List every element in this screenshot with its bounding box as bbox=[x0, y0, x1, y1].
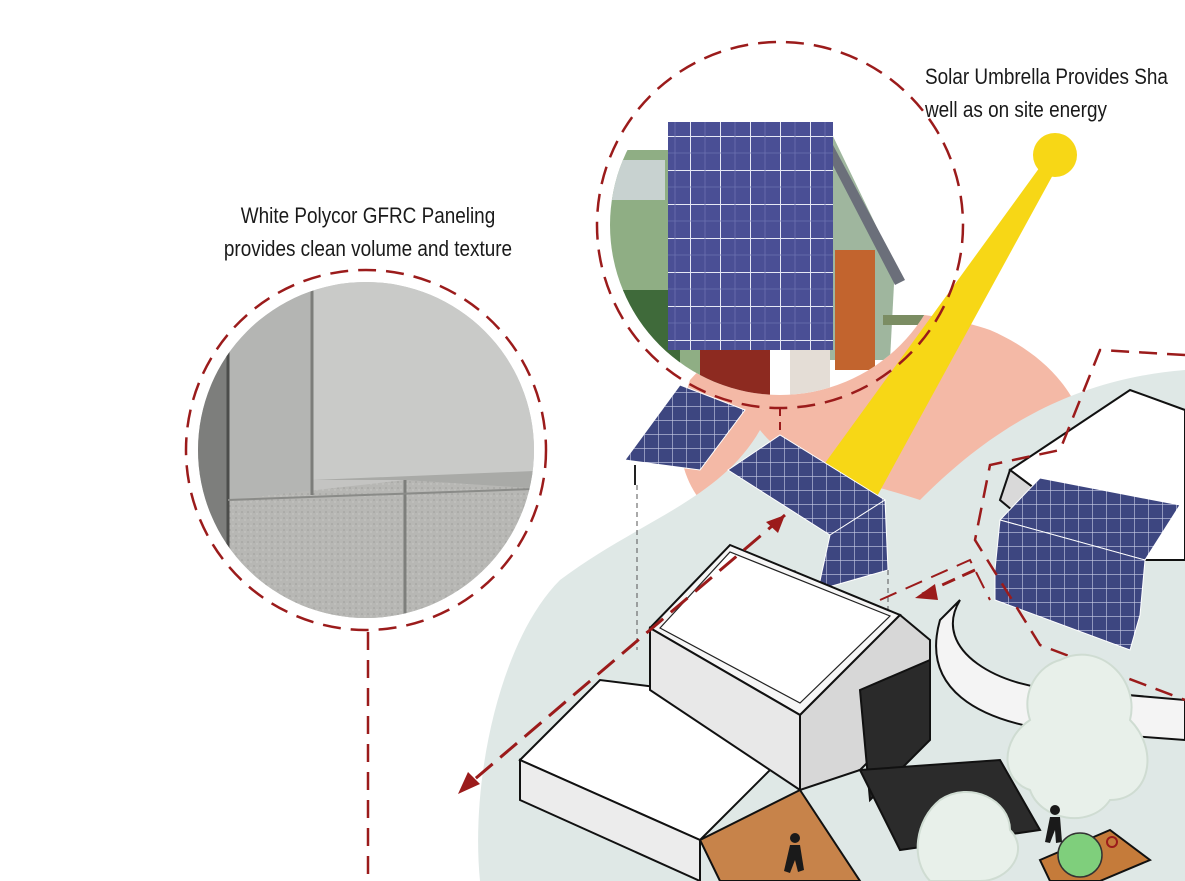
paneling-callout-ring bbox=[184, 268, 548, 632]
paneling-annotation-line1: White Polycor GFRC Paneling bbox=[240, 203, 496, 228]
arrow-head-up-right bbox=[766, 515, 785, 533]
small-solar-canopy bbox=[624, 384, 746, 471]
red-dashed-arrow bbox=[461, 513, 786, 792]
tree-illustration bbox=[916, 653, 1149, 881]
red-marker-node bbox=[1106, 836, 1118, 848]
arrow-head-left bbox=[915, 584, 938, 600]
sun-icon bbox=[1033, 133, 1077, 177]
site-boundary-dashed bbox=[973, 348, 1185, 702]
sun-beam bbox=[820, 160, 1060, 500]
arrow-head-down-left bbox=[458, 772, 480, 794]
solar-annotation: Solar Umbrella Provides Sha well as on s… bbox=[925, 60, 1168, 126]
paneling-annotation: White Polycor GFRC Paneling provides cle… bbox=[192, 199, 545, 265]
person-silhouette bbox=[784, 805, 1062, 873]
paneling-annotation-line2: provides clean volume and texture bbox=[223, 236, 513, 261]
paneling-detail-photo bbox=[198, 282, 534, 618]
solar-annotation-line2: well as on site energy bbox=[925, 97, 1107, 122]
solar-annotation-line1: Solar Umbrella Provides Sha bbox=[925, 64, 1168, 89]
